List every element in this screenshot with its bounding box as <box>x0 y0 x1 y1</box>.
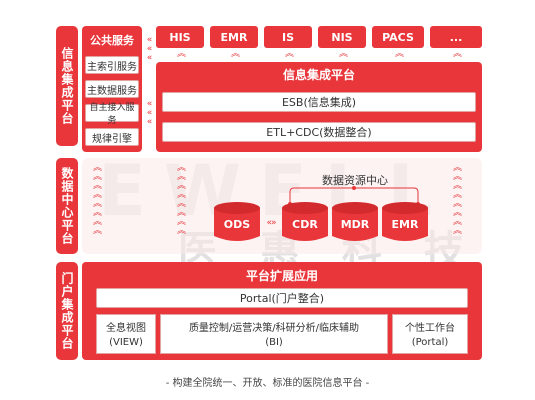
connector-arrows: ︽︽︽︽︽︽︽︽ <box>452 163 462 236</box>
platform-extension-title: 平台扩展应用 <box>245 268 318 283</box>
app-personal-workbench-name: 个性工作台 <box>405 323 455 334</box>
app-holistic-view-name: 全息视图 <box>106 323 146 334</box>
connector-arrows: ︽ <box>452 49 462 59</box>
app-holistic-view-code: (VIEW) <box>109 337 143 348</box>
app-personal-workbench-code: (Portal) <box>411 337 449 348</box>
connector-arrows: ︽ <box>230 49 240 59</box>
esb-box: ESB(信息集成) <box>162 92 476 112</box>
connector-arrows: ««« <box>146 99 153 127</box>
emr-cylinder <box>382 202 428 241</box>
public-service-item: 自主接入服务 <box>85 103 139 126</box>
app-personal-workbench: 个性工作台 (Portal) <box>392 314 468 354</box>
side-label-info-platform: 信息集成平台 <box>56 26 78 146</box>
connector-arrows: ««« <box>146 35 153 63</box>
integration-platform-title: 信息集成平台 <box>282 67 355 82</box>
connector-arrows: ︽︽︽︽︽︽︽︽ <box>176 163 186 236</box>
system-emr: EMR <box>210 26 258 48</box>
emr-label: EMR <box>391 217 419 231</box>
system-pacs: PACS <box>372 26 424 48</box>
portal-integration-box: Portal(门户整合) <box>96 288 468 308</box>
side-label-data-center: 数据中心平台 <box>56 158 78 254</box>
system-his: HIS <box>156 26 204 48</box>
connector-arrows: ︽ <box>394 49 404 59</box>
app-bi-code: (BI) <box>265 337 283 348</box>
system-nis: NIS <box>318 26 366 48</box>
system-more: ... <box>430 26 482 48</box>
connector-arrows: ︽ <box>284 49 294 59</box>
connector-arrows: ︽ <box>176 49 186 59</box>
mdr-cylinder <box>332 202 378 241</box>
cdr-label: CDR <box>292 217 318 231</box>
data-resource-center-title: 数据资源中心 <box>322 174 388 187</box>
ods-label: ODS <box>223 217 251 231</box>
app-bi: 质量控制/运营决策/科研分析/临床辅助 (BI) <box>160 314 388 354</box>
etl-cdc-box: ETL+CDC(数据整合) <box>162 122 476 142</box>
connector-arrows: ︽︽︽︽︽︽︽︽ <box>92 163 102 236</box>
public-services-title: 公共服务 <box>90 34 134 47</box>
public-service-item: 主数据服务 <box>85 80 139 98</box>
app-bi-name: 质量控制/运营决策/科研分析/临床辅助 <box>188 323 360 334</box>
side-label-portal-platform: 门户集成平台 <box>56 262 78 360</box>
public-service-item: 规律引擎 <box>85 128 139 146</box>
ods-cylinder <box>214 202 260 241</box>
caption: - 构建全院统一、开放、标准的医院信息平台 - <box>165 377 370 389</box>
ods-exchange-arrows: «» <box>266 218 276 228</box>
public-service-item: 主索引服务 <box>85 56 139 74</box>
connector-arrows: ︽ <box>338 49 348 59</box>
mdr-label: MDR <box>340 217 370 231</box>
cdr-cylinder <box>282 202 328 241</box>
app-holistic-view: 全息视图 (VIEW) <box>96 314 156 354</box>
system-is: IS <box>264 26 312 48</box>
